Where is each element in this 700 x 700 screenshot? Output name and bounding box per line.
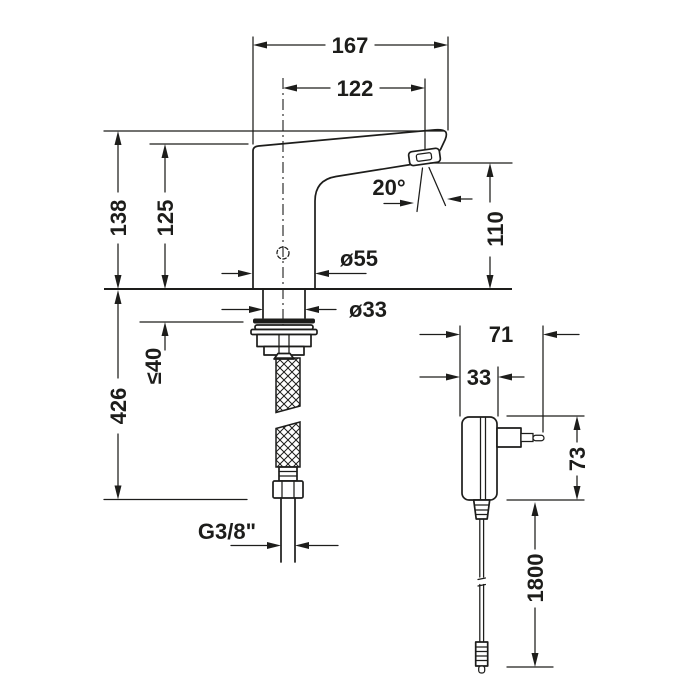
cable-connector-ribs	[475, 646, 489, 662]
dim-label-adapter-height: 73	[565, 447, 590, 471]
dim-label-body-height: 125	[153, 200, 178, 237]
cable-break	[477, 577, 487, 587]
dim-total-height: 138	[103, 130, 445, 289]
threaded-rod	[278, 333, 290, 355]
dim-outlet-height: 110	[429, 162, 513, 289]
dim-projection: 167	[252, 33, 449, 145]
dim-spout-reach: 122	[283, 76, 426, 150]
dim-label-outlet-height: 110	[483, 211, 508, 247]
dim-label-supply-thread: G3/8"	[198, 519, 256, 544]
dim-label-spray-angle: 20°	[372, 175, 405, 200]
dim-label-below-deck-length: 426	[106, 388, 131, 425]
gasket	[253, 318, 315, 324]
dim-cable-length: 1800	[506, 502, 554, 668]
hose-lower-segment	[275, 421, 301, 468]
dim-body-height: 125	[149, 143, 249, 289]
hose-hex-nut	[272, 480, 304, 499]
faucet-upper-outline	[252, 128, 448, 290]
faucet-underside-outline	[314, 163, 412, 290]
plug-pin-tip	[532, 434, 545, 442]
dim-label-base-diameter: ø55	[340, 246, 378, 271]
faucet-body	[252, 78, 448, 336]
power-cable	[472, 499, 491, 674]
dim-supply-thread: G3/8"	[198, 519, 339, 549]
dim-label-adapter-body-depth: 33	[467, 365, 491, 390]
dim-label-max-mounting-thickness: ≤40	[141, 348, 166, 385]
dim-label-adapter-depth: 71	[489, 322, 513, 347]
dim-base-diameter: ø55	[221, 246, 378, 277]
aerator	[407, 147, 442, 167]
dim-adapter-height: 73	[506, 415, 590, 501]
adapter-seam-lines	[479, 416, 487, 501]
cable-lines	[479, 518, 485, 643]
supply-hose	[272, 357, 304, 563]
water-spray-lines	[416, 166, 447, 213]
hose-collar	[278, 466, 298, 482]
plug-base	[496, 427, 522, 448]
power-adapter	[461, 416, 545, 501]
dim-label-total-height: 138	[106, 200, 131, 237]
dim-shaft-diameter: ø33	[221, 297, 387, 322]
mounting-nut	[256, 333, 312, 348]
hex-nut-facets	[281, 480, 295, 499]
adapter-body	[461, 416, 498, 501]
dim-label-cable-length: 1800	[523, 554, 548, 603]
supply-pipe	[280, 497, 296, 563]
mounting-hardware	[250, 288, 318, 360]
dim-label-spout-reach: 122	[337, 76, 374, 101]
cable-connector-tip	[478, 665, 486, 674]
dim-max-mounting-thickness: ≤40	[139, 321, 244, 385]
dim-adapter-depth: 71	[419, 322, 580, 433]
mounting-shaft	[262, 288, 306, 319]
dim-label-projection: 167	[332, 33, 369, 58]
dim-spray-angle: 20°	[372, 175, 473, 207]
hose-collar-ribs	[278, 470, 298, 477]
hose-upper-segment	[275, 357, 301, 414]
dim-adapter-body-depth: 33	[419, 365, 525, 417]
dim-below-deck-length: 426	[103, 290, 248, 501]
cable-connector	[474, 641, 489, 667]
strain-relief-ribs	[474, 504, 490, 516]
plug-pin-sleeve	[520, 432, 534, 443]
dim-label-shaft-diameter: ø33	[349, 297, 387, 322]
